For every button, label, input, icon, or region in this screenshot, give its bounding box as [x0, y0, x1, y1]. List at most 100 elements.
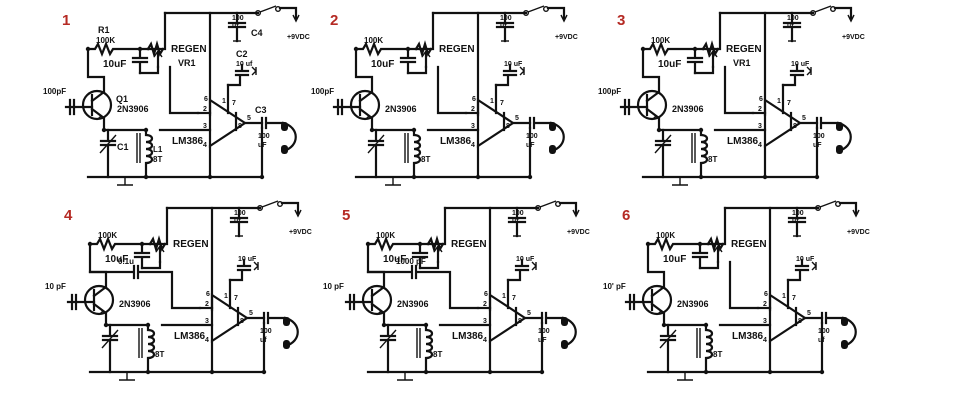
- pot-top-wire: [414, 11, 435, 51]
- pin7-label: 7: [512, 295, 516, 302]
- pin1-label: 1: [502, 293, 506, 300]
- regen-pot-arrow: [713, 244, 723, 253]
- switch-contact: [522, 9, 529, 16]
- regen-cap-wire: [418, 260, 440, 270]
- supply-lead: [280, 201, 300, 215]
- pin5-label: 5: [527, 310, 531, 317]
- input-cap-value: 10 pF: [323, 282, 344, 291]
- pin5-label: 5: [807, 310, 811, 317]
- pin8-label: 8: [240, 318, 244, 325]
- switch-contact: [256, 204, 263, 211]
- r1-resistor: [641, 41, 705, 57]
- gain-capacitor: [506, 258, 530, 282]
- junction-dot: [353, 46, 359, 52]
- regen-pot-track: [148, 235, 167, 253]
- junction-dot: [640, 46, 646, 52]
- junction-dot: [656, 127, 662, 133]
- lm386-label: LM386: [452, 331, 484, 342]
- pin1-label: 1: [782, 293, 786, 300]
- c4-value: 100: [792, 210, 804, 217]
- pin8-label: 8: [506, 123, 510, 130]
- r1-resistor: [646, 236, 710, 252]
- circuit-number: 6: [622, 207, 630, 224]
- regen-cap-value: 10uF: [103, 59, 126, 70]
- feedback-wire: [168, 65, 200, 115]
- c3-value: 100: [538, 328, 550, 335]
- junction-dot: [423, 369, 429, 375]
- switch-contact: [814, 204, 821, 211]
- coil-label: 8T: [433, 350, 442, 359]
- regen-cap-value: 10uF: [383, 254, 406, 265]
- coupling-capacitor: [366, 264, 480, 310]
- vr1-label: VR1: [733, 58, 751, 68]
- regen-pot-track: [426, 235, 445, 253]
- transistor-collector: [86, 47, 106, 103]
- circuit-3-drawing: 3+9VDC100uf100KREGENVR110uF2N3906100pF8T…: [598, 5, 865, 186]
- pin2-label: 2: [758, 106, 762, 113]
- output-capacitor: [262, 311, 287, 325]
- pin4-label: 4: [205, 337, 209, 344]
- c1-label: C1: [117, 142, 129, 152]
- transistor-collector: [646, 242, 666, 298]
- switch-contact: [809, 9, 816, 16]
- coupling-capacitor: [88, 264, 202, 310]
- transistor-collector: [641, 47, 661, 103]
- c2-value: 10 uF: [238, 256, 257, 263]
- junction-dot: [692, 46, 698, 52]
- junction-dot: [661, 322, 667, 328]
- ground-symbol: [397, 372, 413, 381]
- headphone-earpiece: [549, 145, 556, 154]
- regen-pot-track: [146, 40, 165, 58]
- regen-cap-value: 10uF: [663, 254, 686, 265]
- junction-dot: [698, 127, 704, 133]
- output-capacitor: [815, 116, 840, 130]
- transistor-body: [361, 284, 393, 316]
- r1-resistor: [88, 236, 152, 252]
- ground-symbol: [385, 177, 401, 186]
- supply-arrow: [294, 209, 302, 218]
- c2-polarity-mark: [251, 66, 257, 76]
- coil-label: 8T: [153, 155, 162, 164]
- regen-cap-value: 10uF: [371, 59, 394, 70]
- c2-polarity-mark: [806, 66, 812, 76]
- c3-value: 100: [526, 133, 538, 140]
- regen-capacitor: [399, 47, 417, 75]
- junction-dot: [381, 322, 387, 328]
- c1-variable-cap: [367, 128, 385, 179]
- regen-capacitor: [133, 242, 151, 270]
- junction-dot: [259, 174, 265, 180]
- junction-dot: [411, 174, 417, 180]
- switch-contact: [534, 204, 541, 211]
- pin7-label: 7: [787, 100, 791, 107]
- pin5-label: 5: [247, 115, 251, 122]
- pin8-label: 8: [798, 318, 802, 325]
- pot-top-wire: [706, 206, 727, 246]
- pot-top-wire: [426, 206, 447, 246]
- junction-dot: [411, 127, 417, 133]
- junction-dot: [539, 369, 545, 375]
- r1-resistor: [366, 236, 430, 252]
- regen-pot-arrow: [433, 244, 443, 253]
- pin7-label: 7: [232, 100, 236, 107]
- l1-core: [416, 328, 421, 358]
- c3-value: 100: [260, 328, 272, 335]
- transistor-body: [641, 284, 673, 316]
- l1-coil: [699, 128, 709, 179]
- pin3-label: 3: [758, 123, 762, 130]
- pin6-label: 6: [472, 96, 476, 103]
- pin8-label: 8: [238, 123, 242, 130]
- circuit-1-drawing: 1+9VDC100ufC4R1100KREGENVR110uFQ12N39061…: [43, 5, 310, 186]
- transistor-emitter-arrow: [98, 307, 105, 315]
- pin8-label: 8: [518, 318, 522, 325]
- r1-resistor: [354, 41, 418, 57]
- switch-lever: [819, 200, 837, 208]
- c4-unit: uf: [792, 218, 799, 225]
- junction-dot: [417, 241, 423, 247]
- headphone-earpiece: [281, 122, 288, 131]
- input-cap-value: 10 pF: [45, 282, 66, 291]
- supply-lead: [833, 6, 853, 20]
